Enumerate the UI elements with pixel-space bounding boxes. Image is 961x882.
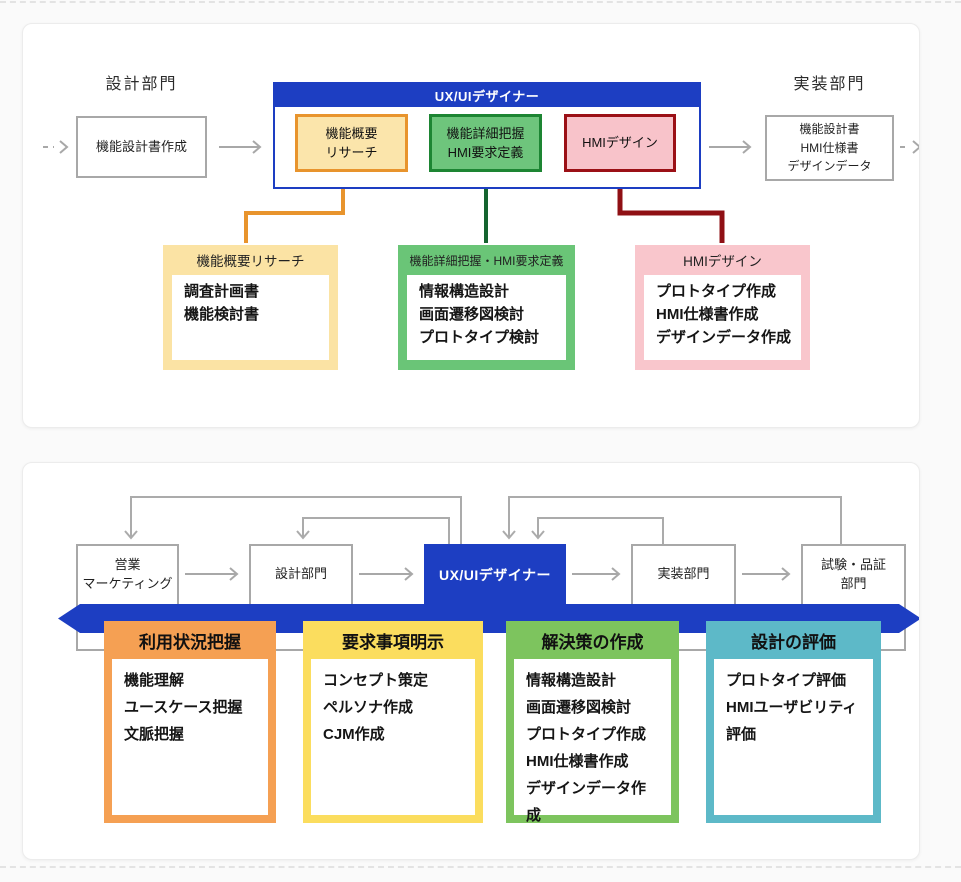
card-usage-title: 利用状況把握: [139, 632, 241, 652]
card-item: 文脈把握: [124, 726, 185, 743]
card-item: 情報構造設計: [419, 283, 510, 300]
step-box-research: 機能概要 リサーチ: [295, 114, 408, 172]
card-detail-hmi: 機能詳細把握・HMI要求定義 情報構造設計 画面遷移図検討 プロトタイプ検討: [398, 245, 575, 370]
flow-box-uxui-designer: UX/UIデザイナー: [424, 544, 566, 633]
process-panel-bottom: 営業 マーケティング 設計部門 実装部門 試験・品証 部門: [22, 462, 920, 860]
card-item: プロトタイプ作成: [656, 283, 777, 300]
card-hmi-design: HMIデザイン プロトタイプ作成 HMI仕様書作成 デザインデータ作成: [635, 245, 810, 370]
card-item: プロトタイプ作成: [526, 726, 647, 743]
step-box-hmi-design: HMIデザイン: [564, 114, 676, 172]
flow-box-design-dept: 設計部門: [249, 544, 353, 651]
deliverables-box: 機能設計書 HMI仕様書 デザインデータ: [765, 115, 894, 181]
card-design-evaluation: 設計の評価 プロトタイプ評価 HMIユーザビリティ評価: [706, 621, 881, 823]
design-dept-label: 設計部門: [105, 76, 178, 93]
card-item: ユースケース把握: [124, 699, 243, 716]
function-design-doc-box: 機能設計書作成: [76, 116, 207, 178]
card-research: 機能概要リサーチ 調査計画書 機能検討書: [163, 245, 338, 370]
step-box-detail-hmi: 機能詳細把握 HMI要求定義: [429, 114, 542, 172]
uxui-designer-header: UX/UIデザイナー: [275, 84, 699, 107]
feedback-arrow-to-sales: [130, 496, 462, 544]
card-item: デザインデータ作成: [526, 780, 647, 824]
card-item: 情報構造設計: [526, 672, 617, 689]
feedback-arrow-from-impl: [537, 517, 664, 544]
card-usage-understanding: 利用状況把握 機能理解 ユースケース把握 文脈把握: [104, 621, 276, 823]
card-item: HMIユーザビリティ評価: [726, 699, 858, 743]
impl-dept-label: 実装部門: [793, 76, 866, 93]
card-item: プロトタイプ評価: [726, 672, 847, 689]
card-item: デザインデータ作成: [656, 329, 792, 346]
card-item: コンセプト策定: [323, 672, 429, 689]
card-item: プロトタイプ検討: [419, 329, 540, 346]
card-item: 調査計画書: [184, 283, 260, 300]
card-research-title: 機能概要リサーチ: [196, 254, 305, 269]
card-evaluation-title: 設計の評価: [751, 632, 836, 652]
page-top-dashed-border: [0, 1, 961, 3]
card-item: 画面遷移図検討: [526, 699, 632, 716]
workflow-panel-top: 設計部門 実装部門 機能設計書作成 UX/UIデザイナー 機能概要 リサーチ 機…: [22, 23, 920, 428]
card-requirements-title: 要求事項明示: [342, 632, 444, 652]
card-hmi-title: HMIデザイン: [683, 254, 762, 269]
card-item: 機能理解: [124, 672, 185, 689]
card-detail-title: 機能詳細把握・HMI要求定義: [409, 253, 564, 268]
card-item: 画面遷移図検討: [419, 306, 525, 323]
card-item: 機能検討書: [184, 306, 260, 323]
card-item: CJM作成: [323, 726, 385, 743]
connector-red: [617, 189, 725, 243]
card-requirements: 要求事項明示 コンセプト策定 ペルソナ作成 CJM作成: [303, 621, 483, 823]
card-solution-creation: 解決策の作成 情報構造設計 画面遷移図検討 プロトタイプ作成 HMI仕様書作成 …: [506, 621, 679, 824]
card-item: ペルソナ作成: [323, 699, 414, 716]
page-bottom-dashed-border: [0, 866, 961, 868]
feedback-arrow-from-test: [508, 496, 842, 544]
card-item: HMI仕様書作成: [656, 306, 759, 323]
card-item: HMI仕様書作成: [526, 753, 629, 770]
card-solution-title: 解決策の作成: [541, 632, 644, 652]
connector-orange: [244, 189, 345, 243]
feedback-arrow-to-design: [302, 517, 450, 544]
